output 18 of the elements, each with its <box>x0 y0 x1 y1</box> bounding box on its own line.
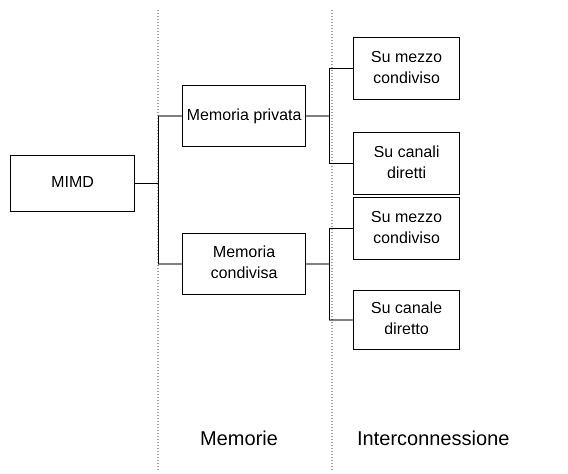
box-label: Memoria condivisa <box>210 243 278 284</box>
process-box <box>182 85 306 147</box>
process-box <box>182 233 306 295</box>
box-label: Su mezzo condiviso <box>370 208 444 248</box>
process-box <box>10 155 135 212</box>
box-label: MIMD <box>51 173 94 194</box>
process-box <box>353 37 460 100</box>
column-heading: Memorie <box>200 428 278 451</box>
box-label: Su mezzo condiviso <box>370 48 444 88</box>
box-label: Su canale diretto <box>370 299 444 340</box>
process-box <box>353 290 460 350</box>
process-box <box>353 132 460 195</box>
connector-line <box>134 183 182 264</box>
process-box <box>353 197 460 260</box>
connector-line <box>306 116 354 164</box>
box-label: Memoria privata <box>186 106 302 126</box>
box-label: Su canali diretti <box>372 142 440 184</box>
column-heading: Interconnessione <box>357 428 510 451</box>
